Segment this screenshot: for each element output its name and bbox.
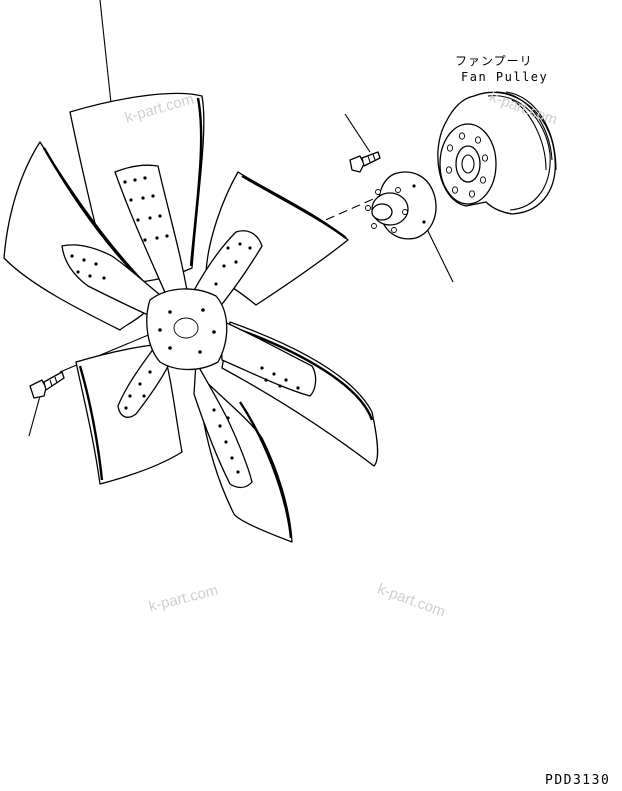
fan-pulley-label: Fan Pulley <box>461 70 549 84</box>
hub-bolt-holes <box>158 308 216 354</box>
bolt-icon <box>29 371 65 399</box>
fan-leader-line <box>99 0 112 104</box>
fan-blade-assembly-icon <box>3 92 379 543</box>
pulley-bolt-holes <box>445 132 489 198</box>
bolt-icon <box>349 151 381 173</box>
bolt-leader-line-lower <box>28 395 41 437</box>
spacer-leader-line <box>423 222 454 283</box>
arm-rivet-dots <box>70 176 300 474</box>
fan-pulley-label-jp: ファンプーリ <box>455 54 533 68</box>
fan-pulley-icon <box>437 91 557 215</box>
drawing-code: PDD3130 <box>545 773 611 788</box>
bolt-leader-line-upper <box>344 113 371 153</box>
spacer-hub-icon <box>365 171 437 240</box>
